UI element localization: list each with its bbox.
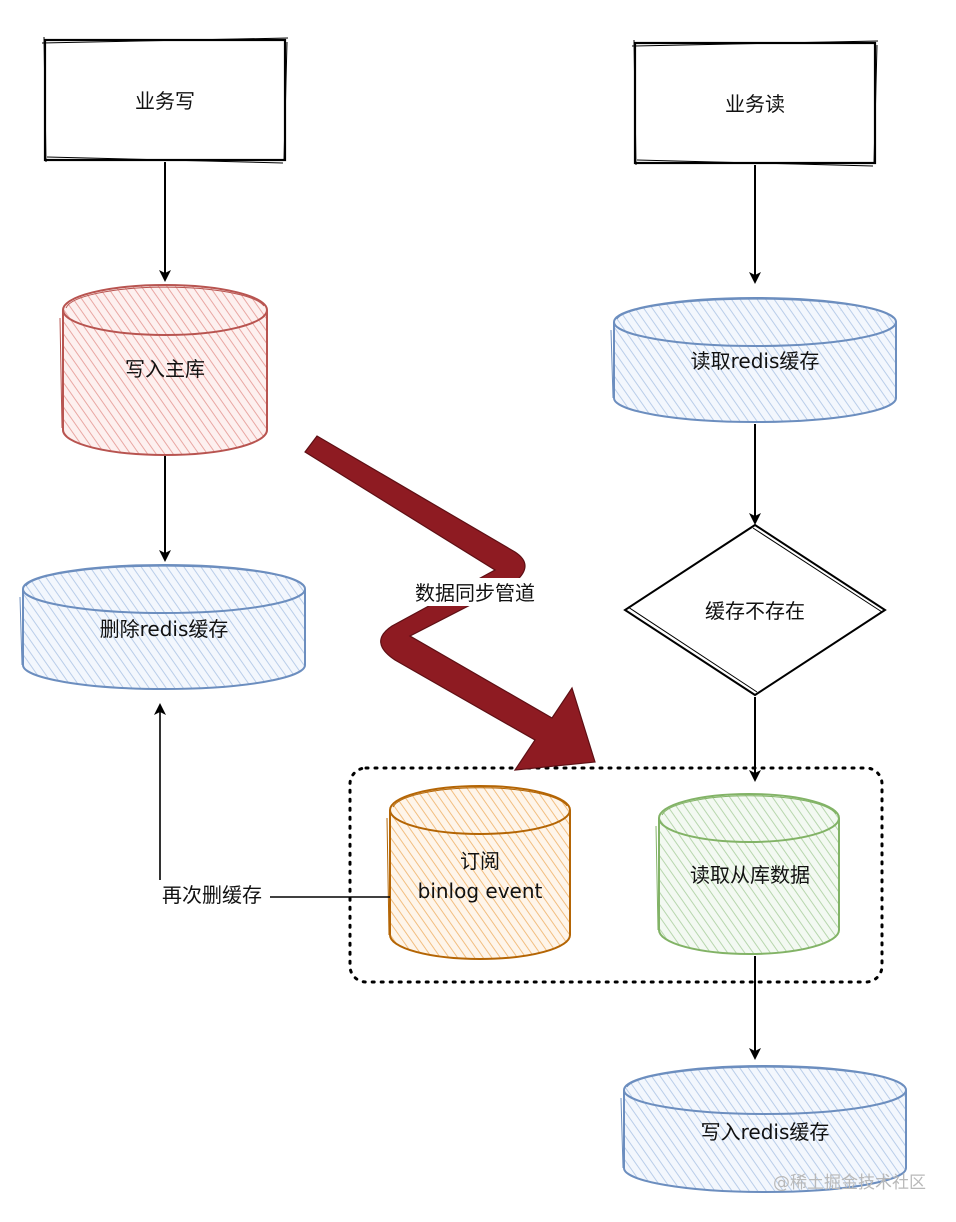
data-sync-pipe-label: 数据同步管道 (415, 581, 535, 605)
redelete-cache-label: 再次删缓存 (162, 883, 262, 907)
write-redis-db: 写入redis缓存 (620, 1065, 907, 1193)
write-master-db: 写入主库 (59, 284, 268, 456)
biz-read-box: 业务读 (631, 39, 879, 167)
cache-missing-decision: 缓存不存在 (623, 523, 887, 697)
cache-missing-label: 缓存不存在 (705, 599, 805, 623)
delete-redis-db: 删除redis缓存 (19, 564, 306, 690)
biz-read-label: 业务读 (725, 92, 785, 116)
watermark-text: @稀土掘金技术社区 (773, 1173, 926, 1193)
consumer-group-boundary (348, 766, 884, 984)
subscribe-label-line1: 订阅 (460, 849, 500, 873)
read-redis-db: 读取redis缓存 (610, 297, 897, 423)
biz-write-label: 业务写 (135, 89, 195, 113)
biz-write-box: 业务写 (41, 36, 289, 164)
read-redis-label: 读取redis缓存 (691, 349, 820, 373)
delete-redis-label: 删除redis缓存 (100, 617, 229, 641)
subscribe-label-line2: binlog event (418, 879, 543, 903)
subscribe-binlog-db: 订阅 binlog event (386, 785, 571, 960)
read-slave-db: 读取从库数据 (655, 793, 840, 955)
arrow-redelete-cache (154, 703, 390, 898)
write-master-label: 写入主库 (125, 357, 205, 381)
read-slave-label: 读取从库数据 (690, 863, 810, 887)
write-redis-label: 写入redis缓存 (701, 1120, 830, 1144)
